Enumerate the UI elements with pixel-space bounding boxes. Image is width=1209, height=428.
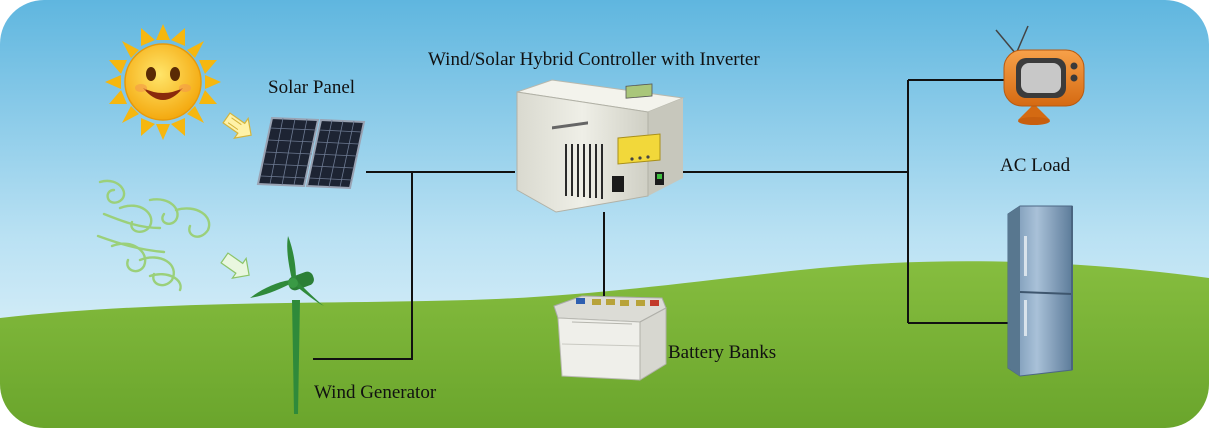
ac-load-label: AC Load — [1000, 155, 1071, 176]
wire-wind-to-controller — [313, 172, 413, 360]
television-icon — [995, 25, 1085, 125]
refrigerator-icon — [1007, 205, 1073, 377]
controller-inverter-icon — [516, 79, 685, 213]
wind-swirl-icon — [96, 179, 211, 292]
battery-icon — [553, 295, 667, 381]
solar-panel-icon — [256, 116, 366, 190]
wind-generator-label: Wind Generator — [314, 382, 437, 403]
wind-turbine-icon — [250, 236, 324, 414]
diagram-title: Wind/Solar Hybrid Controller with Invert… — [428, 49, 760, 70]
sunlight-arrow-icon — [222, 112, 252, 139]
sun-icon — [105, 24, 221, 140]
wind-arrow-icon — [220, 252, 250, 279]
wiring — [313, 79, 1008, 360]
solar-panel-label: Solar Panel — [268, 77, 356, 98]
battery-banks-label: Battery Banks — [668, 342, 777, 363]
